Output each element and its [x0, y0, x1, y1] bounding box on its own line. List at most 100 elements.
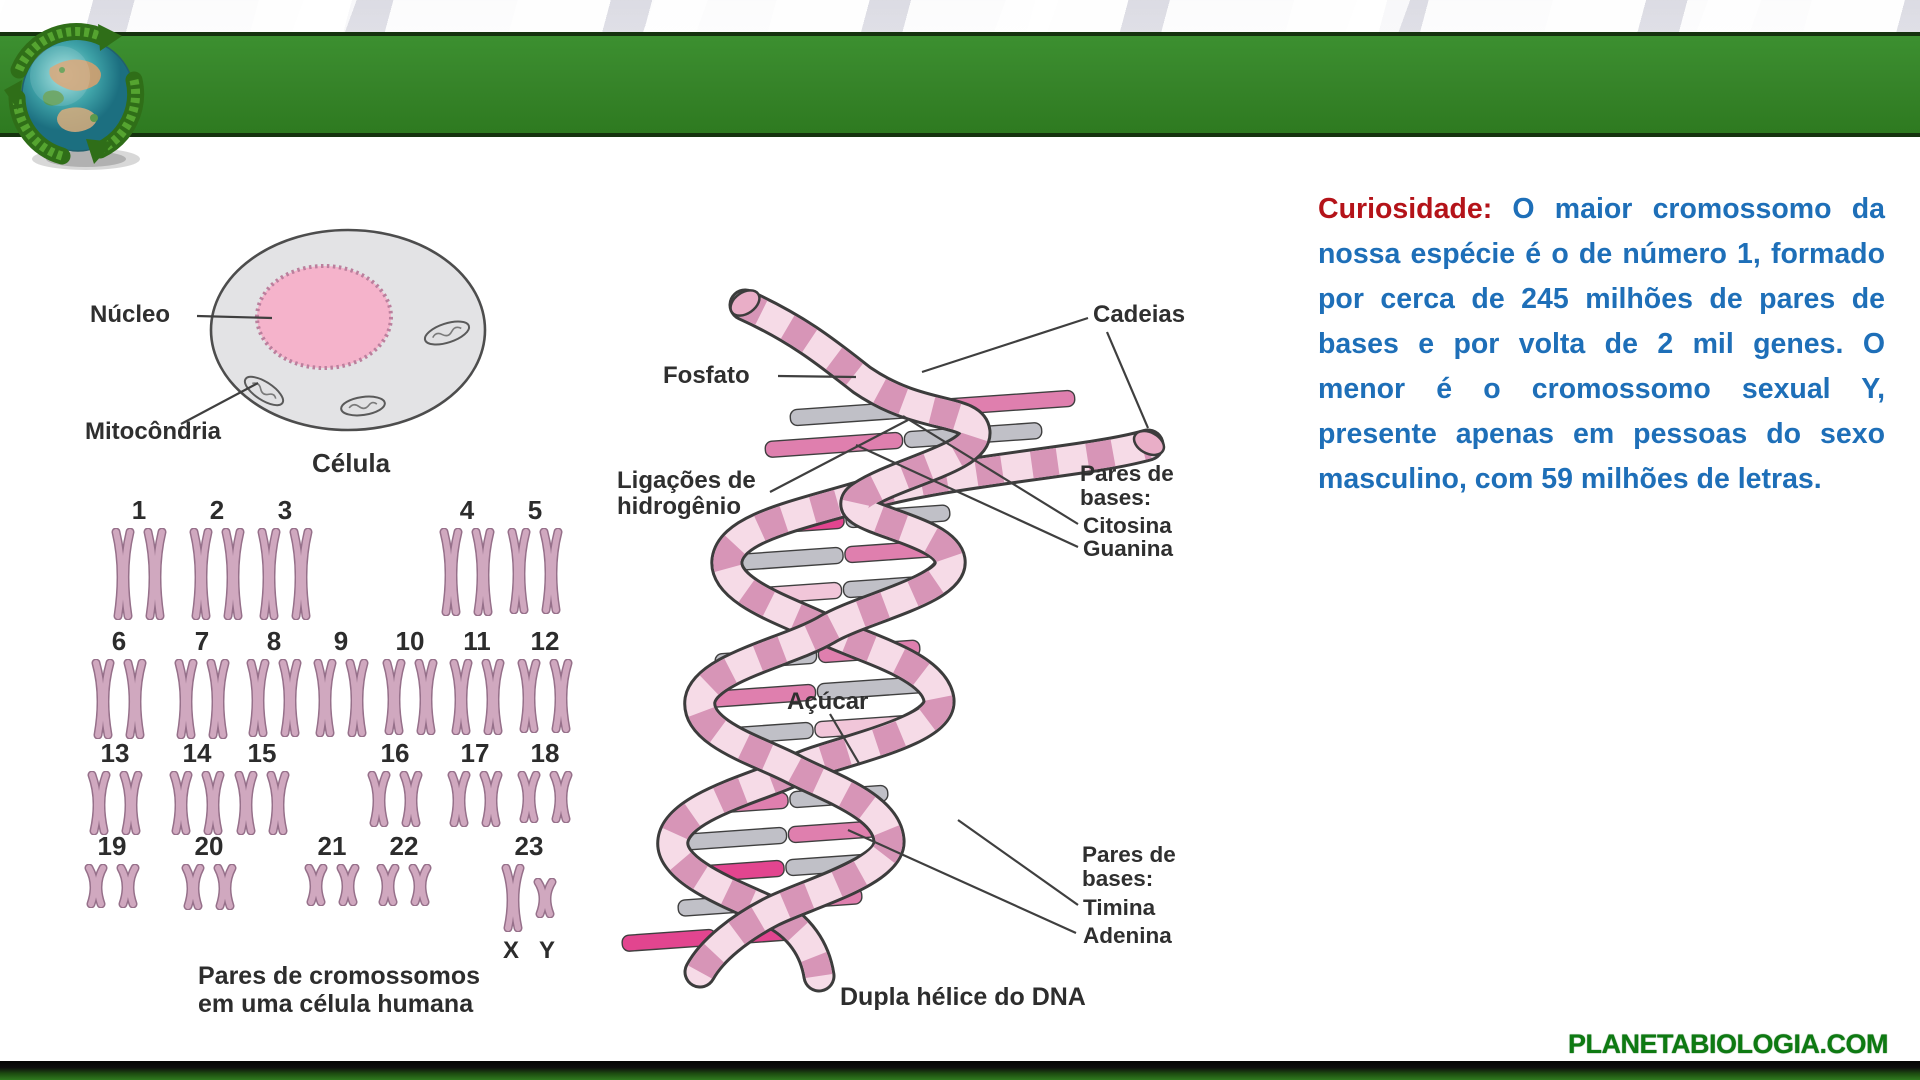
- chromosome-glyph: [367, 771, 391, 827]
- chromosome-glyph: [278, 659, 302, 737]
- cell-caption: Célula: [312, 448, 391, 478]
- chromosome-glyph: [517, 771, 541, 823]
- chromosome-glyph: [123, 659, 147, 739]
- thymine-label: Timina: [1083, 895, 1156, 920]
- chromosome-glyph: [447, 771, 471, 827]
- chromosome-pair-7: 7: [173, 628, 231, 739]
- site-name: PLANETABIOLOGIA.COM: [1568, 1029, 1888, 1059]
- chromosome-glyph: [336, 864, 360, 906]
- base-pairs-bottom-label: Pares de bases:: [1082, 842, 1176, 892]
- chromosome-glyph: [169, 771, 193, 835]
- chromosome-glyph: [119, 771, 143, 835]
- chromosome-glyph: [234, 771, 258, 835]
- cell-diagram: [180, 228, 487, 432]
- chromosome-glyph: [87, 771, 111, 835]
- chromosome-glyph: [289, 528, 313, 620]
- bottom-bar: [0, 1061, 1920, 1080]
- chromosome-pair-10: 10: [381, 628, 439, 735]
- chromosome-glyph: [201, 771, 225, 835]
- curiosity-text: O maior cromossomo da nossa espécie é o …: [1318, 192, 1885, 495]
- chromosome-glyph: [439, 528, 463, 616]
- chromosome-pair-8: 8: [245, 628, 303, 737]
- chromosome-glyph: [189, 528, 213, 620]
- mitochondrion-shape: [340, 395, 386, 417]
- chromosome-glyph: [221, 528, 245, 620]
- phosphate-label: Fosfato: [663, 362, 750, 389]
- nucleus-label: Núcleo: [90, 301, 171, 328]
- y-chromosome-label: Y: [539, 937, 556, 964]
- chromosome-glyph: [84, 864, 108, 908]
- chromosome-glyph: [414, 659, 438, 735]
- chromosome-glyph: [408, 864, 432, 906]
- base-pairs-top-label: Pares de bases:: [1080, 461, 1174, 511]
- curiosity-paragraph: Curiosidade: O maior cromossomo da nossa…: [1318, 187, 1885, 502]
- chromosome-glyph: [313, 659, 337, 737]
- mitochondrion-shape: [423, 320, 471, 346]
- chromosome-pair-9: 9: [312, 628, 370, 737]
- chromosome-pair-22: 22: [375, 833, 433, 906]
- chromosome-glyph: [376, 864, 400, 906]
- mitochondrion-shape: [243, 375, 285, 407]
- chromosome-glyph: [501, 864, 525, 932]
- chromosome-glyph: [116, 864, 140, 908]
- dna-caption: Dupla hélice do DNA: [840, 983, 1086, 1011]
- chromosome-glyph: [533, 878, 557, 918]
- chromosome-pair-2: 2: [188, 497, 246, 620]
- chromosome-glyph: [266, 771, 290, 835]
- strand-end-cap: [729, 289, 761, 317]
- chromosome-glyph: [479, 771, 503, 827]
- chromosome-glyph: [181, 864, 205, 910]
- chromosome-glyph: [246, 659, 270, 737]
- chromosome-pair-4: 4: [438, 497, 496, 616]
- chromosome-glyph: [481, 659, 505, 735]
- chromosome-pair-15: 15: [233, 740, 291, 835]
- chromosome-glyph: [91, 659, 115, 739]
- chromosome-glyph: [143, 528, 167, 620]
- chromosome-glyph: [507, 528, 531, 614]
- chromosome-glyph: [539, 528, 563, 614]
- chromosome-glyph: [111, 528, 135, 620]
- chromosome-pair-18: 18: [516, 740, 574, 823]
- curiosity-label: Curiosidade:: [1318, 192, 1493, 225]
- dna-pointer-lines: [769, 316, 1150, 935]
- karyotype-caption: Pares de cromossomos em uma célula human…: [198, 962, 481, 1018]
- chromosome-pair-12: 12: [516, 628, 574, 733]
- chromosome-pair-1: 1: [110, 497, 168, 620]
- x-chromosome-label: X: [502, 937, 519, 964]
- chromosome-glyph: [257, 528, 281, 620]
- chromosome-glyph: [345, 659, 369, 737]
- chains-label: Cadeias: [1093, 301, 1186, 328]
- chromosome-pair-21: 21: [303, 833, 361, 906]
- chromosome-pair-3: 3: [256, 497, 314, 620]
- chromosome-glyph: [174, 659, 198, 739]
- strand-end-cap: [1132, 429, 1166, 457]
- nucleus-shape: [255, 264, 393, 370]
- chromosome-glyph: [213, 864, 237, 910]
- chromosome-pair-14: 14: [168, 740, 226, 835]
- adenine-label: Adenina: [1083, 923, 1172, 948]
- guanine-label: Guanina: [1083, 536, 1174, 561]
- chromosome-pair-16: 16: [366, 740, 424, 827]
- chromosome-glyph: [382, 659, 406, 735]
- mitochondria-label: Mitocôndria: [85, 418, 221, 445]
- chromosome-glyph: [304, 864, 328, 906]
- chromosome-pair-20: 20: [180, 833, 238, 910]
- chromosome-glyph: [549, 659, 573, 733]
- chromosome-pair-17: 17: [446, 740, 504, 827]
- chromosome-glyph: [471, 528, 495, 616]
- sex-chromosome-labels: X Y: [503, 937, 555, 965]
- hydrogen-bonds-label: Ligações de hidrogênio: [617, 467, 756, 520]
- chromosome-glyph: [399, 771, 423, 827]
- chromosome-glyph: [549, 771, 573, 823]
- sugar-label: Açúcar: [787, 688, 869, 715]
- chromosome-pair-19: 19: [83, 833, 141, 908]
- nucleus-pointer-line: [196, 314, 273, 320]
- chromosome-pair-13: 13: [86, 740, 144, 835]
- globe-logo: [4, 23, 145, 170]
- chromosome-pair-6: 6: [90, 628, 148, 739]
- chromosome-pair-5: 5: [506, 497, 564, 614]
- chromosome-pair-11: 11: [448, 628, 506, 735]
- chromosome-glyph: [517, 659, 541, 733]
- chromosome-glyph: [206, 659, 230, 739]
- chromosome-glyph: [449, 659, 473, 735]
